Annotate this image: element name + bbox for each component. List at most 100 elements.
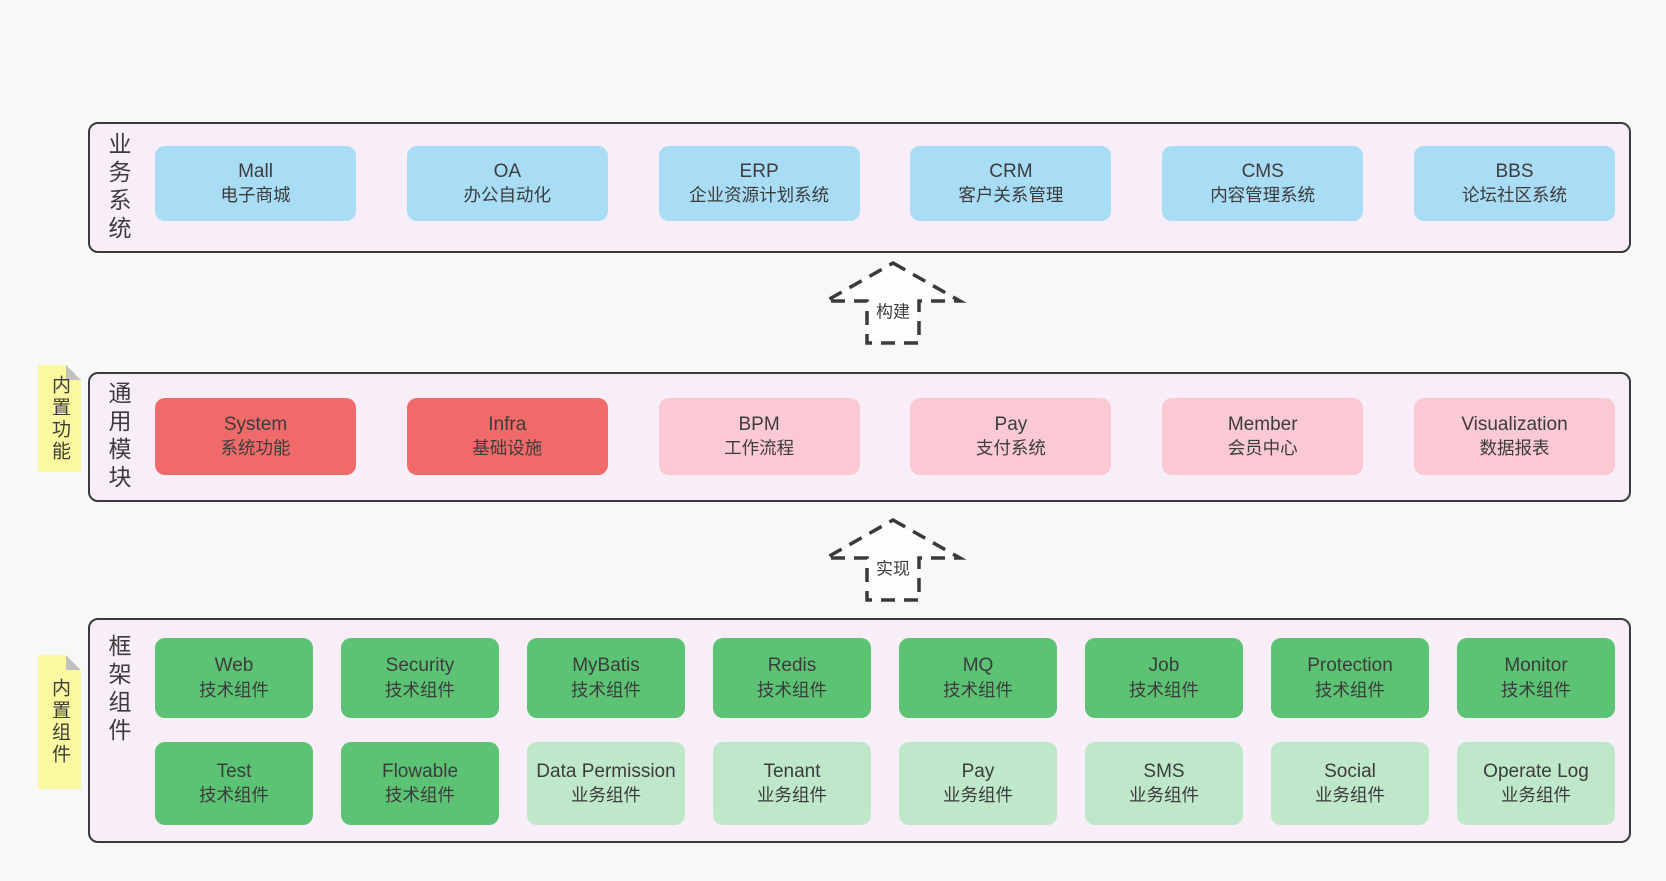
module-desc: 技术组件 bbox=[385, 679, 455, 700]
module-desc: 技术组件 bbox=[571, 679, 641, 700]
module-desc: 业务组件 bbox=[1315, 785, 1385, 806]
module-box-pay: Pay 支付系统 bbox=[910, 398, 1112, 475]
sticky-note-label: 内置功能 bbox=[49, 374, 70, 463]
module-desc: 办公自动化 bbox=[463, 185, 552, 206]
module-name: Protection bbox=[1307, 655, 1393, 677]
module-box-bbs: BBS 论坛社区系统 bbox=[1413, 146, 1615, 221]
module-name: Security bbox=[385, 655, 455, 677]
module-name: Pay bbox=[994, 413, 1028, 435]
module-desc: 技术组件 bbox=[199, 785, 269, 806]
module-name: CRM bbox=[989, 160, 1033, 182]
module-desc: 会员中心 bbox=[1227, 438, 1298, 459]
module-name: BPM bbox=[738, 413, 780, 435]
module-name: Data Permission bbox=[536, 760, 676, 782]
module-box-member: Member 会员中心 bbox=[1162, 398, 1364, 475]
module-desc: 技术组件 bbox=[199, 679, 269, 700]
sticky-note-builtin-features: 内置功能 bbox=[38, 365, 81, 472]
module-name: Operate Log bbox=[1483, 760, 1589, 782]
module-desc: 客户关系管理 bbox=[958, 185, 1064, 206]
module-name: Redis bbox=[767, 655, 817, 677]
module-desc: 基础设施 bbox=[472, 438, 543, 459]
module-desc: 业务组件 bbox=[571, 785, 641, 806]
module-box-sms: SMS 业务组件 bbox=[1085, 742, 1243, 825]
module-name: Mall bbox=[238, 160, 273, 182]
module-box-data-permission: Data Permission 业务组件 bbox=[527, 742, 685, 825]
module-box-operate-log: Operate Log 业务组件 bbox=[1457, 742, 1615, 825]
folded-corner-icon bbox=[66, 655, 81, 670]
module-name: Monitor bbox=[1504, 655, 1568, 677]
module-box-social: Social 业务组件 bbox=[1271, 742, 1429, 825]
module-box-mall: Mall 电子商城 bbox=[155, 146, 356, 221]
module-desc: 技术组件 bbox=[1315, 679, 1385, 700]
module-box-tenant: Tenant 业务组件 bbox=[713, 742, 871, 825]
module-desc: 业务组件 bbox=[757, 785, 827, 806]
module-box-cms: CMS 内容管理系统 bbox=[1162, 146, 1364, 221]
module-desc: 支付系统 bbox=[975, 438, 1046, 459]
module-desc: 业务组件 bbox=[943, 785, 1013, 806]
section-label: 框架组件 bbox=[105, 634, 131, 746]
module-desc: 技术组件 bbox=[1501, 679, 1571, 700]
module-name: Job bbox=[1148, 655, 1180, 677]
module-box-oa: OA 办公自动化 bbox=[406, 146, 608, 221]
section-label: 业务系统 bbox=[105, 131, 131, 244]
module-box-test: Test 技术组件 bbox=[155, 742, 313, 825]
section-content: Mall 电子商城 OA 办公自动化 ERP 企业资源计划系统 CRM 客户关系管理 CMS 内容… bbox=[155, 124, 1615, 251]
module-name: BBS bbox=[1495, 160, 1534, 182]
module-name: MyBatis bbox=[572, 655, 640, 677]
build-arrow: 构建 bbox=[819, 260, 967, 346]
module-desc: 技术组件 bbox=[1129, 679, 1199, 700]
module-box-crm: CRM 客户关系管理 bbox=[910, 146, 1112, 221]
module-desc: 内容管理系统 bbox=[1210, 185, 1316, 206]
module-name: SMS bbox=[1143, 760, 1185, 782]
implement-arrow: 实现 bbox=[819, 517, 967, 603]
module-desc: 业务组件 bbox=[1501, 785, 1571, 806]
sticky-note-builtin-components: 内置组件 bbox=[38, 655, 81, 789]
module-name: Web bbox=[214, 655, 254, 677]
module-desc: 系统功能 bbox=[220, 438, 291, 459]
module-desc: 数据报表 bbox=[1479, 438, 1550, 459]
module-name: Flowable bbox=[381, 760, 459, 782]
module-name: Test bbox=[216, 760, 252, 782]
module-desc: 技术组件 bbox=[943, 679, 1013, 700]
module-desc: 论坛社区系统 bbox=[1461, 185, 1567, 206]
implement-arrow-label: 实现 bbox=[873, 553, 913, 581]
module-box-flowable: Flowable 技术组件 bbox=[341, 742, 499, 825]
module-name: System bbox=[223, 413, 288, 435]
section-label: 通用模块 bbox=[105, 381, 131, 493]
module-box-erp: ERP 企业资源计划系统 bbox=[658, 146, 860, 221]
module-desc: 电子商城 bbox=[220, 185, 291, 206]
module-name: Social bbox=[1324, 760, 1376, 782]
module-name: ERP bbox=[739, 160, 779, 182]
module-name: Member bbox=[1227, 413, 1298, 435]
module-desc: 技术组件 bbox=[757, 679, 827, 700]
module-name: OA bbox=[493, 160, 522, 182]
module-name: Tenant bbox=[763, 760, 821, 782]
module-desc: 企业资源计划系统 bbox=[689, 185, 830, 206]
module-name: MQ bbox=[962, 655, 994, 677]
module-desc: 技术组件 bbox=[385, 785, 455, 806]
module-row: Mall 电子商城 OA 办公自动化 ERP 企业资源计划系统 CRM 客户关系管理 CMS 内容… bbox=[155, 146, 1615, 221]
module-name: CMS bbox=[1241, 160, 1284, 182]
module-box-system: System 系统功能 bbox=[155, 398, 356, 475]
folded-corner-icon bbox=[66, 365, 81, 380]
module-desc: 业务组件 bbox=[1129, 785, 1199, 806]
